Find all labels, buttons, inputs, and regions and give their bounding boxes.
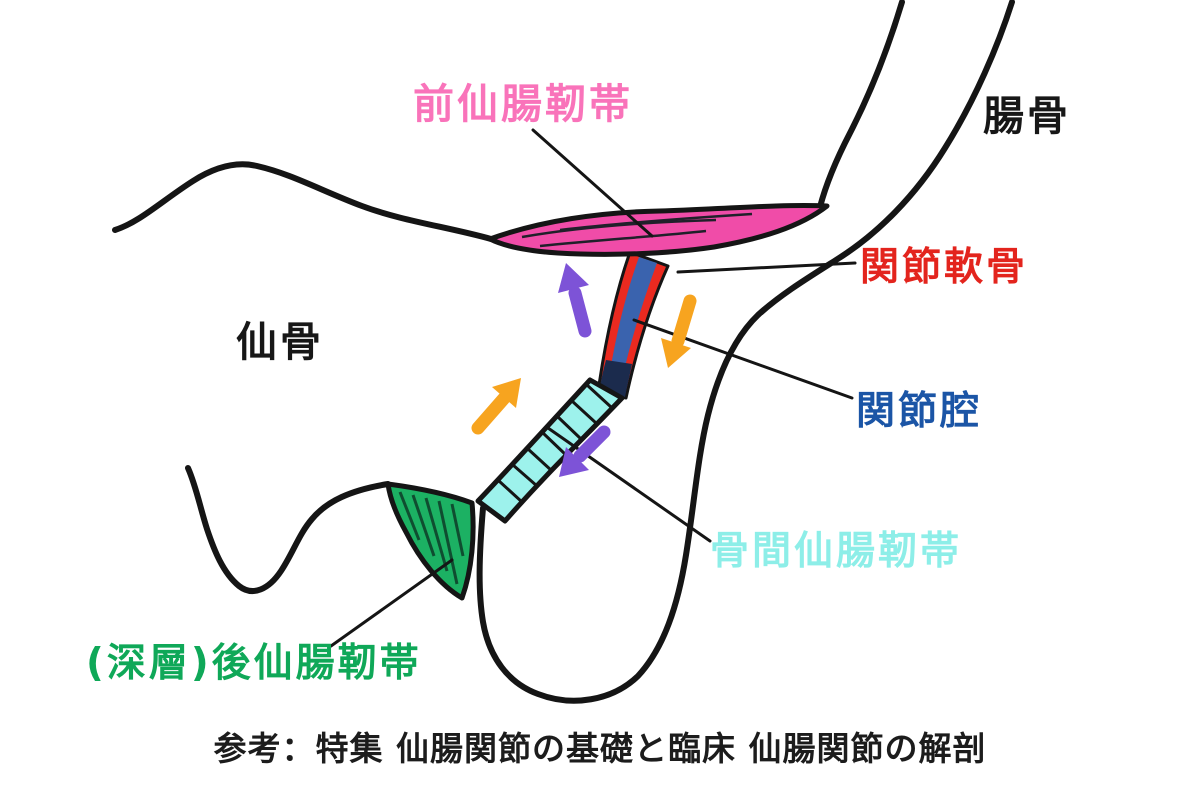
leader-line-cavity xyxy=(632,318,854,400)
leader-line-anterior xyxy=(531,128,654,238)
orange-up-right-arrow-icon xyxy=(471,378,521,435)
purple-down-left-arrow-icon xyxy=(559,425,611,477)
label-anterior-sacroiliac-ligament: 前仙腸靭帯 xyxy=(413,80,633,128)
sacrum-lower-outline xyxy=(185,465,391,594)
posterior-ligament-hatching xyxy=(398,491,465,585)
label-articular-cartilage: 関節軟骨 xyxy=(860,245,1029,290)
leader-line-cartilage xyxy=(676,261,857,274)
sacrum-upper-outline xyxy=(112,161,494,242)
label-sacrum: 仙骨 xyxy=(236,318,324,366)
reference-caption: 参考：特集 仙腸関節の基礎と臨床 仙腸関節の解剖 xyxy=(213,729,987,768)
anterior-ligament-striations xyxy=(521,212,753,248)
label-posterior-sacroiliac-ligament: (深層)後仙腸靭帯 xyxy=(86,641,422,686)
orange-down-arrow-icon xyxy=(661,294,697,368)
label-ilium: 腸骨 xyxy=(983,92,1071,140)
purple-up-arrow-icon xyxy=(558,263,592,338)
label-interosseous-sacroiliac-ligament: 骨間仙腸靭帯 xyxy=(710,529,963,574)
leader-line-posterior xyxy=(329,558,454,648)
joint-cavity-shape xyxy=(607,257,657,393)
ilium-outer-outline xyxy=(476,0,1015,704)
label-joint-cavity: 関節腔 xyxy=(856,389,983,434)
leader-line-interosseous xyxy=(546,426,712,543)
interosseous-ligament-hatching xyxy=(497,383,613,504)
ilium-inner-outline xyxy=(817,0,905,210)
